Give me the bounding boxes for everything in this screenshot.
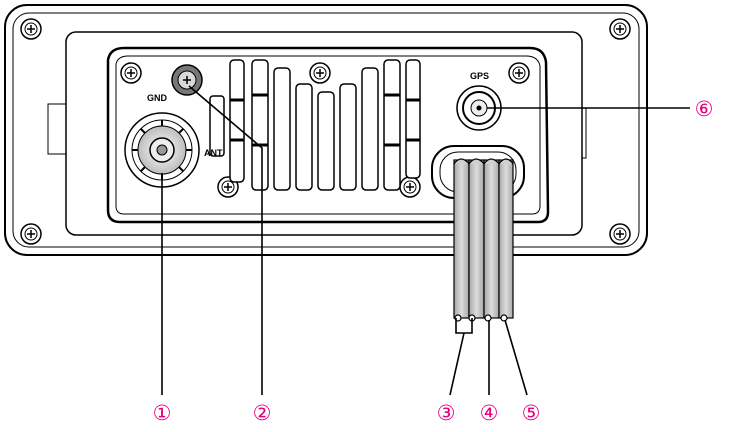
corner-screw-bottom-left xyxy=(20,223,42,245)
corner-screw-bottom-right xyxy=(609,223,631,245)
leader-line-5 xyxy=(504,319,528,396)
leader-line-2 xyxy=(188,85,263,395)
panel-screw-4 xyxy=(217,176,239,198)
panel-screw-2 xyxy=(309,62,331,84)
callout-3: ③ xyxy=(437,401,456,425)
gnd-label: GND xyxy=(147,93,168,103)
corner-screw-top-right xyxy=(609,18,631,40)
ant-label: ANT xyxy=(204,148,223,158)
cable-bundle xyxy=(453,158,514,322)
corner-screw-top-left xyxy=(20,18,42,40)
callout-4: ④ xyxy=(480,401,499,425)
panel-screw-5 xyxy=(399,176,421,198)
callout-1: ① xyxy=(153,401,172,425)
gps-label: GPS xyxy=(470,71,489,81)
callout-2: ② xyxy=(253,401,272,425)
panel-screw-3 xyxy=(508,62,530,84)
callout-5: ⑤ xyxy=(522,401,541,425)
recessed-frame xyxy=(106,46,550,224)
recessed-frame-inner xyxy=(115,55,541,215)
gps-connector xyxy=(456,85,502,131)
leader-line-3 xyxy=(449,332,465,396)
callout-6: ⑥ xyxy=(695,97,714,121)
heat-sink xyxy=(209,59,421,191)
ant-connector xyxy=(124,112,200,188)
panel-screw-1 xyxy=(120,62,142,84)
left-side-tab xyxy=(47,103,69,155)
gnd-terminal xyxy=(171,64,203,96)
leader-lines xyxy=(161,85,690,396)
outer-case-inner-edge xyxy=(12,12,640,248)
